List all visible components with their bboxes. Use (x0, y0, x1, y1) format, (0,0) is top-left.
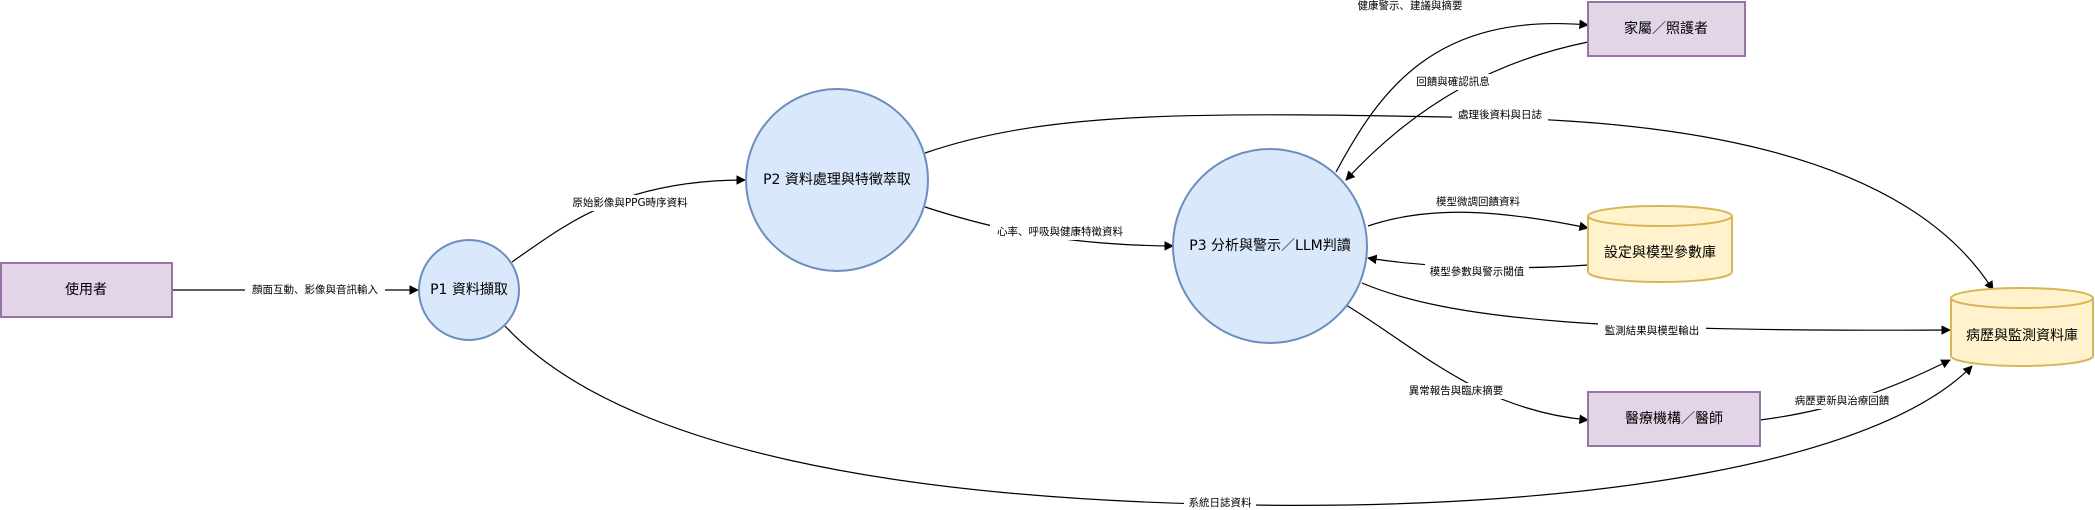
edge-label-p3-to-history: 監測結果與模型輸出 (1598, 323, 1706, 339)
svg-text:健康警示、建議與摘要: 健康警示、建議與摘要 (1358, 0, 1463, 12)
edge-p3-to-settings (1367, 211, 1589, 231)
edge-label-p2-to-history: 處理後資料與日誌 (1452, 107, 1548, 123)
edge-labels: 顏面互動、影像與音訊輸入 原始影像與PPG時序資料 心率、呼吸與健康特徵資料 健… (245, 0, 1894, 510)
edge-p1-to-p2 (511, 175, 746, 263)
edge-label-p3-to-medical: 異常報告與臨床摘要 (1404, 383, 1508, 399)
svg-text:心率、呼吸與健康特徵資料: 心率、呼吸與健康特徵資料 (997, 225, 1123, 238)
store-settings: 設定與模型參數庫 (1587, 205, 1733, 283)
edge-label-settings-to-p3: 模型參數與警示閾值 (1425, 264, 1529, 280)
svg-text:模型參數與警示閾值: 模型參數與警示閾值 (1430, 265, 1525, 278)
svg-text:顏面互動、影像與音訊輸入: 顏面互動、影像與音訊輸入 (252, 283, 378, 296)
svg-text:處理後資料與日誌: 處理後資料與日誌 (1458, 108, 1542, 121)
entity-medical: 醫療機構／醫師 (1587, 391, 1761, 447)
entity-user-label: 使用者 (65, 281, 107, 298)
entity-family-label: 家屬／照護者 (1624, 20, 1708, 37)
edge-label-p3-to-settings: 模型微調回饋資料 (1430, 194, 1526, 210)
process-p1: P1 資料擷取 (418, 239, 520, 341)
edge-label-medical-to-history: 病歷更新與治療回饋 (1790, 393, 1894, 409)
edge-label-family-to-p3: 回饋與確認訊息 (1411, 74, 1495, 90)
svg-text:原始影像與PPG時序資料: 原始影像與PPG時序資料 (572, 196, 688, 209)
edge-label-p2-to-p3: 心率、呼吸與健康特徵資料 (990, 224, 1130, 240)
edge-p3-to-family (1335, 19, 1589, 173)
svg-text:回饋與確認訊息: 回饋與確認訊息 (1416, 75, 1490, 88)
edge-p3-to-medical (1345, 304, 1589, 424)
edge-medical-to-history (1759, 359, 1951, 421)
process-p2-label: P2 資料處理與特徵萃取 (763, 172, 911, 188)
entity-medical-label: 醫療機構／醫師 (1625, 410, 1723, 427)
entity-user: 使用者 (0, 262, 173, 318)
edge-label-p3-to-family: 健康警示、建議與摘要 (1352, 0, 1468, 13)
edge-p3-to-history (1361, 282, 1951, 335)
process-p2: P2 資料處理與特徵萃取 (745, 88, 929, 272)
store-history: 病歷與監測資料庫 (1950, 287, 2094, 367)
process-p3-label: P3 分析與警示／LLM判讀 (1189, 238, 1350, 254)
entity-family: 家屬／照護者 (1587, 1, 1746, 57)
store-history-label: 病歷與監測資料庫 (1966, 327, 2078, 344)
svg-text:異常報告與臨床摘要: 異常報告與臨床摘要 (1409, 384, 1504, 397)
svg-text:模型微調回饋資料: 模型微調回饋資料 (1436, 195, 1520, 208)
svg-text:監測結果與模型輸出: 監測結果與模型輸出 (1605, 324, 1700, 337)
edge-label-p1-to-p2: 原始影像與PPG時序資料 (566, 195, 694, 211)
svg-text:病歷更新與治療回饋: 病歷更新與治療回饋 (1795, 394, 1890, 407)
edge-label-user-to-p1: 顏面互動、影像與音訊輸入 (245, 282, 385, 298)
svg-text:系統日誌資料: 系統日誌資料 (1189, 496, 1252, 509)
store-settings-label: 設定與模型參數庫 (1604, 244, 1716, 261)
edge-label-p1-to-history: 系統日誌資料 (1184, 496, 1256, 510)
process-p3: P3 分析與警示／LLM判讀 (1172, 148, 1368, 344)
process-p1-label: P1 資料擷取 (430, 282, 508, 298)
